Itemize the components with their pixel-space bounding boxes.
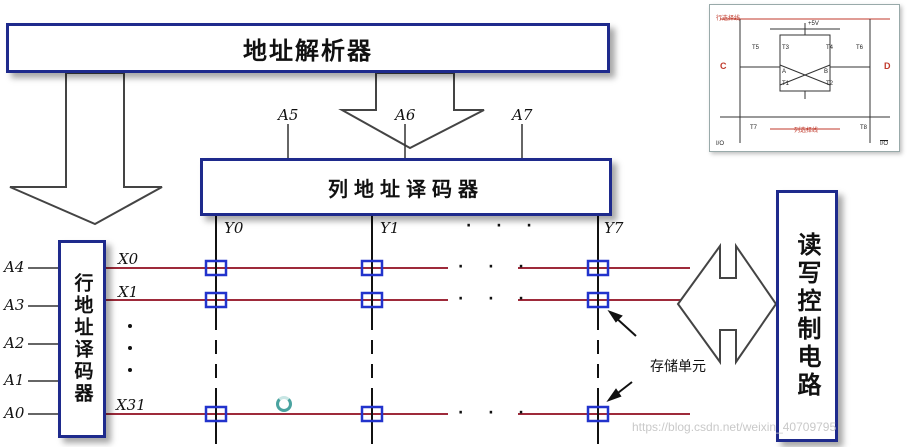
- row-address-a1: A1: [4, 371, 25, 389]
- cell-ellipsis-row31: · · ·: [458, 405, 534, 421]
- thumb-t3: T3: [782, 45, 790, 51]
- thumb-t4: T4: [826, 45, 834, 51]
- thumb-io: I/O: [716, 141, 725, 147]
- column-address-a6: A6: [395, 106, 416, 124]
- row-select-lines: [106, 267, 690, 415]
- row-address-a2: A2: [4, 334, 25, 352]
- thumb-node-d: D: [884, 61, 891, 71]
- column-ellipsis: · · ·: [466, 218, 542, 234]
- thumb-node-c: C: [720, 61, 727, 71]
- thumb-t5: T5: [752, 45, 760, 51]
- thumb-node-a: A: [782, 69, 787, 75]
- column-decoder-block: 列地址译码器: [200, 158, 612, 216]
- storage-cell-label: 存储单元: [650, 359, 706, 375]
- row-line-x0: X0: [118, 250, 139, 268]
- cell-pointer-arrows: [606, 310, 637, 403]
- thumb-t7: T7: [750, 125, 758, 131]
- rw-control-block: 读写控制电路: [776, 190, 838, 442]
- column-address-a5: A5: [278, 106, 299, 124]
- column-select-lines: [215, 216, 599, 444]
- column-line-y0: Y0: [224, 219, 244, 237]
- data-bus-arrow: [676, 242, 778, 366]
- row-ellipsis-dot: [128, 324, 132, 328]
- row-address-a4: A4: [4, 258, 25, 276]
- thumb-t6: T6: [856, 45, 864, 51]
- row-address-a0: A0: [4, 404, 25, 422]
- row-address-arrow: [9, 72, 163, 226]
- column-address-arrow: [338, 72, 485, 150]
- row-decoder-block: 行地址译码器: [58, 240, 106, 438]
- column-line-y1: Y1: [380, 219, 400, 237]
- sram-cell-circuit: [720, 18, 890, 143]
- sram-cell-thumbnail: 行选择线 +5V T5 T3 T4 T6 C D A B T1 T2 T7 列选…: [709, 4, 900, 152]
- column-address-a7: A7: [512, 106, 533, 124]
- row-line-x1: X1: [118, 283, 139, 301]
- thumb-io-bar: I/O: [880, 141, 889, 147]
- row-address-a3: A3: [4, 296, 25, 314]
- storage-cells: [204, 259, 610, 423]
- cell-ellipsis-row1: · · ·: [458, 291, 534, 307]
- thumb-t2: T2: [826, 81, 834, 87]
- column-line-y7: Y7: [604, 219, 624, 237]
- thumb-t8: T8: [860, 125, 868, 131]
- row-line-x31: X31: [116, 396, 146, 414]
- row-ellipsis-dot: [128, 368, 132, 372]
- thumb-row-select-label: 行选择线: [716, 16, 741, 22]
- address-parser-block: 地址解析器: [6, 23, 610, 73]
- loading-spinner-icon: [276, 396, 292, 412]
- row-ellipsis-dot: [128, 346, 132, 350]
- thumb-col-select-label: 列选择线: [794, 128, 819, 134]
- cell-ellipsis-row0: · · ·: [458, 259, 534, 275]
- thumb-t1: T1: [782, 81, 790, 87]
- thumb-vcc-label: +5V: [808, 21, 819, 27]
- thumb-node-b: B: [824, 69, 829, 75]
- watermark: https://blog.csdn.net/weixin_40709795: [632, 420, 837, 434]
